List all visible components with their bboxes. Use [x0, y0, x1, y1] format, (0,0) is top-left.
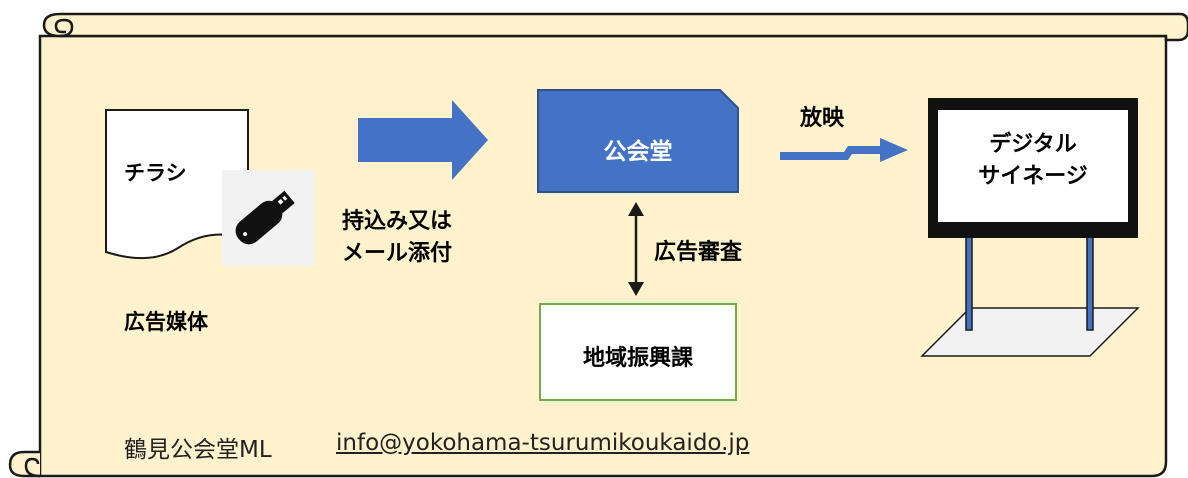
review-double-arrow — [628, 202, 644, 296]
signage-label-line2: サイネージ — [978, 164, 1088, 189]
hall-box — [537, 89, 739, 193]
signage-floor — [920, 307, 1140, 357]
submit-arrow — [358, 100, 488, 180]
hall-label: 公会堂 — [603, 139, 673, 165]
signage-screen — [938, 110, 1128, 222]
screening-label: 放映 — [800, 106, 845, 131]
usb-icon — [235, 190, 295, 245]
submit-label-line2: メール添付 — [342, 241, 453, 266]
signage-label-line1: デジタル — [989, 132, 1077, 157]
signage-pole-right — [1086, 235, 1094, 331]
broadcast-arrow — [780, 138, 908, 162]
signage-pole-left — [965, 235, 973, 331]
review-label: 広告審査 — [654, 240, 743, 265]
contact-email-link[interactable]: info@yokohama-tsurumikoukaido.jp — [336, 430, 750, 456]
contact-name: 鶴見公会堂ML — [124, 437, 272, 463]
flyer-label: チラシ — [124, 161, 187, 185]
scroll-top-roll — [42, 12, 1188, 42]
scroll-top-curl — [54, 18, 74, 38]
media-caption: 広告媒体 — [124, 310, 208, 334]
submit-label-line1: 持込み又は — [342, 209, 453, 234]
dept-label: 地域振興課 — [582, 346, 694, 371]
dept-box — [539, 303, 737, 401]
